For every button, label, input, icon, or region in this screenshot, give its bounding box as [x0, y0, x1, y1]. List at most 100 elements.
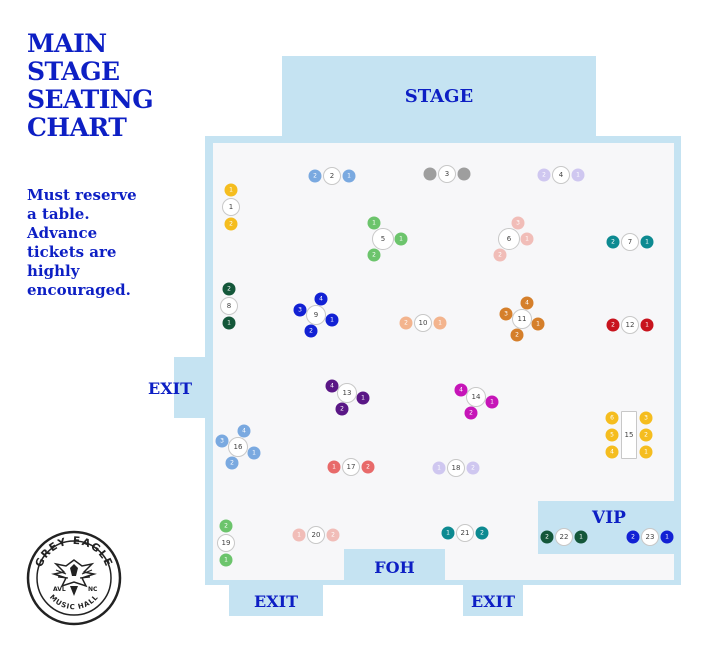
table[interactable]: 1 — [222, 198, 240, 216]
seat[interactable]: 5 — [605, 428, 619, 442]
seat[interactable]: 2 — [222, 282, 236, 296]
seat[interactable]: 1 — [356, 391, 370, 405]
table[interactable]: 13 — [337, 383, 357, 403]
seat[interactable]: 1 — [432, 461, 446, 475]
table[interactable]: 17 — [342, 458, 360, 476]
seat[interactable]: 1 — [342, 169, 356, 183]
table[interactable]: 18 — [447, 459, 465, 477]
seat[interactable]: 1 — [219, 553, 233, 567]
seat[interactable]: 2 — [606, 235, 620, 249]
seat[interactable]: 1 — [531, 317, 545, 331]
seat[interactable]: 2 — [224, 217, 238, 231]
seat[interactable]: 4 — [325, 379, 339, 393]
seat[interactable]: 2 — [335, 402, 349, 416]
seat[interactable]: 1 — [485, 395, 499, 409]
exit-left-area — [174, 357, 213, 418]
table[interactable]: 21 — [456, 524, 474, 542]
table[interactable]: 20 — [307, 526, 325, 544]
seat[interactable]: 2 — [464, 406, 478, 420]
seat[interactable]: 2 — [540, 530, 554, 544]
table[interactable]: 6 — [498, 228, 520, 250]
table[interactable]: 3 — [438, 165, 456, 183]
table[interactable]: 5 — [372, 228, 394, 250]
table[interactable]: 23 — [641, 528, 659, 546]
seat[interactable] — [423, 167, 437, 181]
seat[interactable]: 4 — [520, 296, 534, 310]
table[interactable]: 9 — [306, 305, 326, 325]
vip-label: VIP — [592, 508, 626, 528]
table-number: 16 — [233, 443, 243, 451]
seat[interactable]: 1 — [640, 318, 654, 332]
seat[interactable]: 3 — [499, 307, 513, 321]
seat[interactable]: 4 — [605, 445, 619, 459]
logo-left-text: AVL — [53, 586, 66, 593]
table-number: 14 — [471, 393, 481, 401]
seat[interactable] — [457, 167, 471, 181]
seat[interactable]: 1 — [571, 168, 585, 182]
exit-bottom-right-label: EXIT — [471, 591, 515, 611]
table[interactable]: 22 — [555, 528, 573, 546]
seat[interactable]: 2 — [466, 461, 480, 475]
seat[interactable]: 1 — [520, 232, 534, 246]
seat[interactable]: 3 — [639, 411, 653, 425]
table-number: 3 — [444, 170, 450, 178]
seat[interactable]: 1 — [292, 528, 306, 542]
seat[interactable]: 2 — [326, 528, 340, 542]
note-line: tickets are — [27, 243, 117, 261]
table-number: 9 — [313, 311, 319, 319]
seat[interactable]: 1 — [574, 530, 588, 544]
table[interactable]: 7 — [621, 233, 639, 251]
seat[interactable]: 1 — [441, 526, 455, 540]
seat[interactable]: 6 — [605, 411, 619, 425]
seat[interactable]: 2 — [639, 428, 653, 442]
note-line: Advance — [27, 224, 98, 242]
table[interactable]: 16 — [228, 437, 248, 457]
seat[interactable]: 1 — [433, 316, 447, 330]
exit-bottom-left-area — [229, 584, 323, 616]
seat[interactable]: 1 — [327, 460, 341, 474]
seat[interactable]: 2 — [367, 248, 381, 262]
seat[interactable]: 1 — [367, 216, 381, 230]
table[interactable]: 4 — [552, 166, 570, 184]
seat[interactable]: 2 — [399, 316, 413, 330]
seat[interactable]: 1 — [660, 530, 674, 544]
table[interactable]: 2 — [323, 167, 341, 185]
table[interactable]: 15 — [621, 411, 637, 459]
seat[interactable]: 1 — [639, 445, 653, 459]
table[interactable]: 12 — [621, 316, 639, 334]
table-number: 12 — [625, 321, 635, 329]
table[interactable]: 8 — [220, 297, 238, 315]
title-line: CHART — [27, 113, 127, 142]
seat[interactable]: 2 — [219, 519, 233, 533]
seat[interactable]: 2 — [361, 460, 375, 474]
seat[interactable]: 1 — [247, 446, 261, 460]
seat[interactable]: 2 — [304, 324, 318, 338]
seat[interactable]: 2 — [606, 318, 620, 332]
seat[interactable]: 3 — [511, 216, 525, 230]
seat[interactable]: 3 — [293, 303, 307, 317]
table[interactable]: 10 — [414, 314, 432, 332]
seat[interactable]: 1 — [640, 235, 654, 249]
seat[interactable]: 2 — [308, 169, 322, 183]
seat[interactable]: 1 — [325, 313, 339, 327]
seat[interactable]: 4 — [454, 383, 468, 397]
seat[interactable]: 2 — [537, 168, 551, 182]
table[interactable]: 11 — [512, 309, 532, 329]
seat[interactable]: 1 — [394, 232, 408, 246]
seat[interactable]: 2 — [626, 530, 640, 544]
table-number: 19 — [221, 539, 231, 547]
table-number: 10 — [418, 319, 428, 327]
seat[interactable]: 3 — [215, 434, 229, 448]
seat[interactable]: 2 — [475, 526, 489, 540]
seat[interactable]: 1 — [222, 316, 236, 330]
seat[interactable]: 4 — [237, 424, 251, 438]
table[interactable]: 19 — [217, 534, 235, 552]
seat[interactable]: 2 — [493, 248, 507, 262]
title-line: MAIN — [27, 29, 107, 58]
seat[interactable]: 2 — [510, 328, 524, 342]
seat[interactable]: 1 — [224, 183, 238, 197]
seat[interactable]: 4 — [314, 292, 328, 306]
table[interactable]: 14 — [466, 387, 486, 407]
seat[interactable]: 2 — [225, 456, 239, 470]
table-number: 11 — [517, 315, 527, 323]
